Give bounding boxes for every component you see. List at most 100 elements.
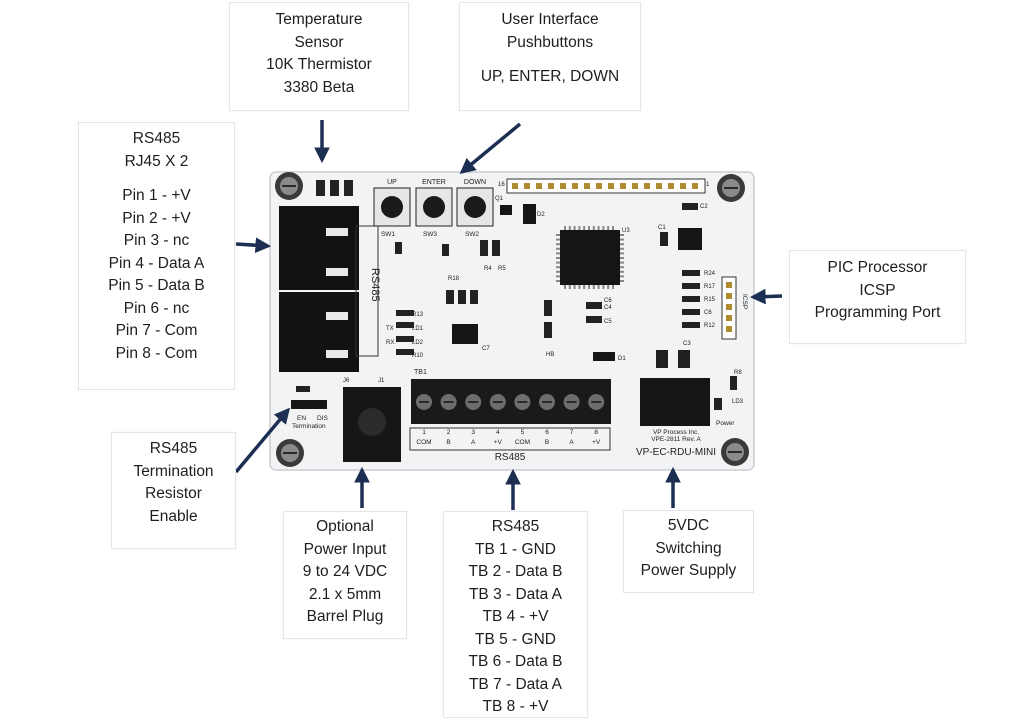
tb-number-label: 4 xyxy=(496,429,500,436)
smd-component xyxy=(442,244,449,256)
callout-line: 3380 Beta xyxy=(283,78,355,96)
ref-designator: J6 xyxy=(343,378,350,384)
ic-pin xyxy=(556,238,560,241)
tb-number-label: 6 xyxy=(545,429,549,436)
header-pins xyxy=(512,183,698,189)
ic-pin xyxy=(607,285,610,289)
switch-ref-sw1: SW1 xyxy=(381,231,395,238)
ic-pin xyxy=(556,266,560,269)
ic-pin xyxy=(620,270,624,273)
ic-component xyxy=(678,228,702,250)
rs485-silk-label: RS485 xyxy=(369,268,381,302)
callout-line: Termination xyxy=(133,462,214,480)
callout-line: Power Input xyxy=(303,540,387,558)
callout-termination: RS485 Termination Resistor Enable xyxy=(111,432,236,549)
mounting-screw-icon xyxy=(717,174,745,202)
callout-line: Enable xyxy=(149,507,198,525)
ref-designator: D1 xyxy=(618,356,626,362)
power-supply-module xyxy=(640,378,710,426)
ic-pin xyxy=(556,252,560,255)
icsp-pin xyxy=(726,282,732,288)
ic-pin xyxy=(588,285,590,289)
ref-designator: C1 xyxy=(658,225,666,231)
ic-pin xyxy=(602,285,605,289)
tb-silk-box xyxy=(409,427,611,451)
header-pin xyxy=(584,183,590,189)
callout-power-input: Optional Power Input 9 to 24 VDC 2.1 x 5… xyxy=(283,511,407,639)
ic-pin xyxy=(612,226,614,230)
pin-line: Pin 2 - +V xyxy=(122,209,191,227)
ic-pin xyxy=(620,275,624,278)
ref-designator: U3 xyxy=(622,228,630,234)
callout-line: 5VDC xyxy=(667,517,710,534)
thermistor-component xyxy=(316,180,325,196)
pushbutton-enter xyxy=(415,187,453,227)
tb-signal-label: +V xyxy=(592,439,601,446)
header-pin xyxy=(512,183,518,189)
smd-component xyxy=(586,302,602,309)
ic-pin xyxy=(597,226,600,230)
smd-component xyxy=(296,386,310,392)
icsp-pin xyxy=(726,326,732,332)
ic-pin xyxy=(620,252,624,255)
callout-line: Sensor xyxy=(294,33,344,51)
smd-component xyxy=(682,283,700,289)
ref-designator: R10 xyxy=(412,353,424,359)
ic-pin xyxy=(620,247,624,250)
thermistor-component xyxy=(344,180,353,196)
ic-pin xyxy=(564,285,566,289)
pushbutton-up xyxy=(373,187,411,227)
tb-signal-label: A xyxy=(569,439,574,446)
switch-ref-sw2: SW2 xyxy=(465,231,479,238)
ref-designator: R4 xyxy=(484,266,492,272)
ref-designator: R17 xyxy=(704,284,716,290)
tb-number-label: 2 xyxy=(447,429,451,436)
rs485-bottom-label: RS485 xyxy=(495,452,526,463)
callout-line: RJ45 X 2 xyxy=(124,152,189,170)
ref-designator: C2 xyxy=(700,204,708,210)
transistor-q1 xyxy=(500,205,512,215)
ic-pin xyxy=(620,257,624,259)
smd-component xyxy=(396,310,414,316)
tb-line: TB 5 - GND xyxy=(475,630,556,648)
callout-line: 2.1 x 5mm xyxy=(308,585,382,603)
ic-pin xyxy=(568,285,571,289)
model-label: VP-EC-RDU-MINI xyxy=(636,447,716,458)
ic-pin xyxy=(583,285,586,289)
ref-designator: R24 xyxy=(704,271,716,277)
ic-pin xyxy=(556,257,560,259)
ic-component xyxy=(452,324,478,344)
ic-pin xyxy=(588,226,590,230)
ic-pin xyxy=(556,270,560,273)
callout-temperature-sensor: Temperature Sensor 10K Thermistor 3380 B… xyxy=(229,2,409,111)
arrow-icsp xyxy=(749,288,783,305)
switch-ref-sw3: SW3 xyxy=(423,231,437,238)
callout-line: Switching xyxy=(655,539,722,557)
tb-line: TB 2 - Data B xyxy=(468,563,563,580)
header-pin xyxy=(620,183,626,189)
callout-line: Programming Port xyxy=(814,304,941,321)
ref-designators: U3Q1D2C1C2R13LD1LD2R10TXRXC4C5C6HBD1R24R… xyxy=(343,182,744,405)
button-label-up: UP xyxy=(387,179,397,186)
smd-component xyxy=(730,376,737,390)
tb-line: TB 7 - Data A xyxy=(468,675,563,693)
diode-d2 xyxy=(523,204,536,224)
tb-number-label: 1 xyxy=(422,429,426,436)
icsp-pins xyxy=(726,282,732,332)
callout-line: ICSP xyxy=(859,281,896,299)
ic-pin xyxy=(620,261,624,264)
barrel-jack-opening xyxy=(358,408,386,436)
smd-component xyxy=(682,309,700,315)
tb-line: TB 8 - +V xyxy=(482,698,549,715)
ref-designator: C3 xyxy=(683,341,691,347)
ic-pin xyxy=(556,234,560,236)
header-pin xyxy=(656,183,662,189)
header-pin xyxy=(668,183,674,189)
ref-designator: R15 xyxy=(704,297,716,303)
pin-line: Pin 5 - Data B xyxy=(108,277,205,294)
header-pin xyxy=(608,183,614,189)
ref-designator: C7 xyxy=(482,346,490,352)
callout-line: 10K Thermistor xyxy=(266,56,372,73)
ref-designator: R12 xyxy=(704,323,716,329)
